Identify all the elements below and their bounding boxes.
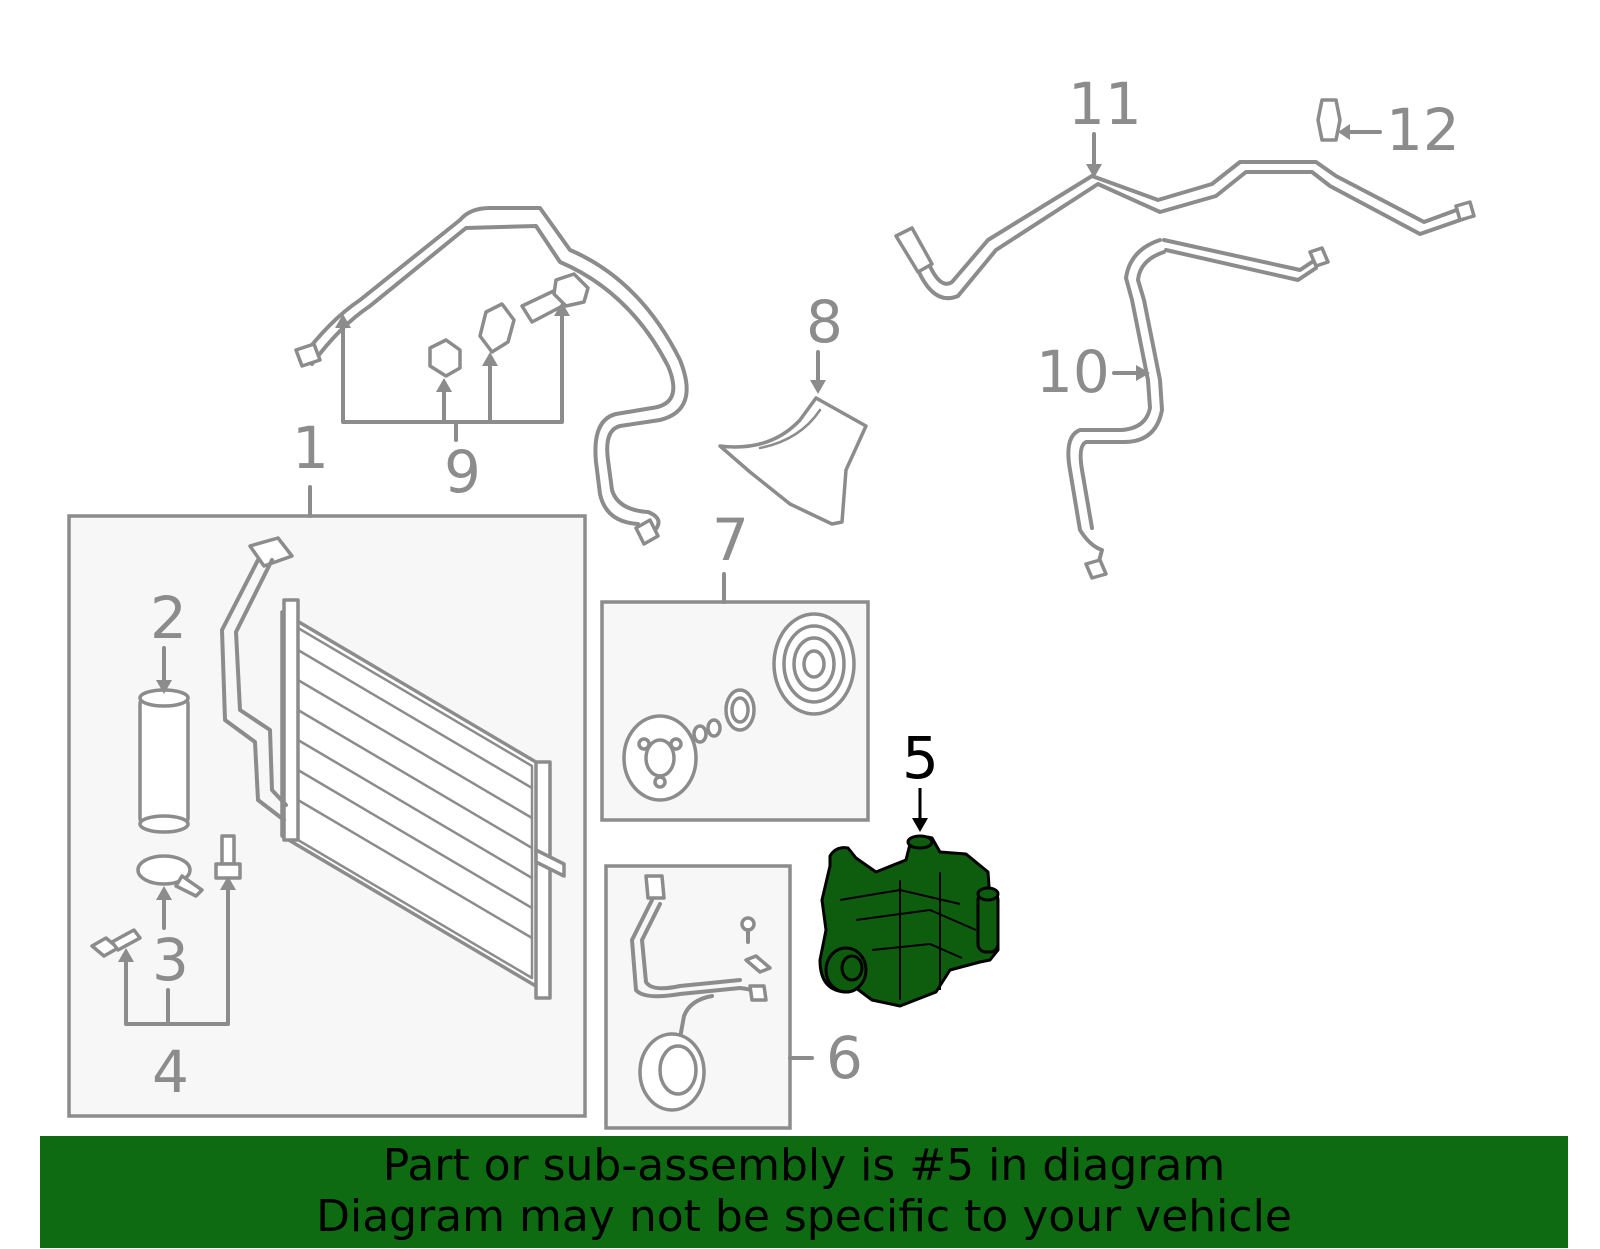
bracket [136, 854, 204, 898]
clip [744, 954, 772, 974]
callout-11[interactable]: 11 [1068, 70, 1142, 138]
callout-2[interactable]: 2 [150, 584, 187, 652]
callout-6[interactable]: 6 [826, 1024, 863, 1092]
pressure-switch [1316, 98, 1342, 142]
liquid-line [1066, 238, 1330, 580]
callout-4[interactable]: 4 [152, 1038, 189, 1106]
callout-10[interactable]: 10 [1036, 338, 1110, 406]
suction-line [894, 160, 1476, 301]
disclaimer-banner: Part or sub-assembly is #5 in diagram Di… [40, 1136, 1568, 1248]
screw [740, 916, 756, 944]
condenser [220, 536, 566, 1000]
callout-12[interactable]: 12 [1386, 96, 1460, 164]
callout-8[interactable]: 8 [806, 288, 843, 356]
callout-1[interactable]: 1 [292, 414, 329, 482]
clutch-pulley [772, 612, 856, 716]
bolt-fitting [520, 272, 590, 324]
callout-9[interactable]: 9 [444, 438, 481, 506]
bolt-right [214, 834, 242, 880]
clutch-plate [622, 714, 698, 802]
compressor-highlighted[interactable] [818, 834, 1000, 1008]
valve-fitting [478, 302, 516, 354]
heat-shield [718, 396, 868, 526]
banner-line-2: Diagram may not be specific to your vehi… [316, 1191, 1292, 1242]
bolt-left [90, 928, 142, 958]
shims [692, 718, 722, 744]
discharge-line [294, 206, 689, 546]
banner-line-1: Part or sub-assembly is #5 in diagram [382, 1140, 1226, 1191]
callout-5[interactable]: 5 [902, 724, 939, 792]
clutch-coil [630, 874, 768, 1112]
callout-3[interactable]: 3 [152, 926, 189, 994]
snap-ring [724, 688, 756, 732]
receiver-drier [138, 688, 190, 834]
nut [428, 338, 462, 378]
callout-7[interactable]: 7 [712, 506, 749, 574]
